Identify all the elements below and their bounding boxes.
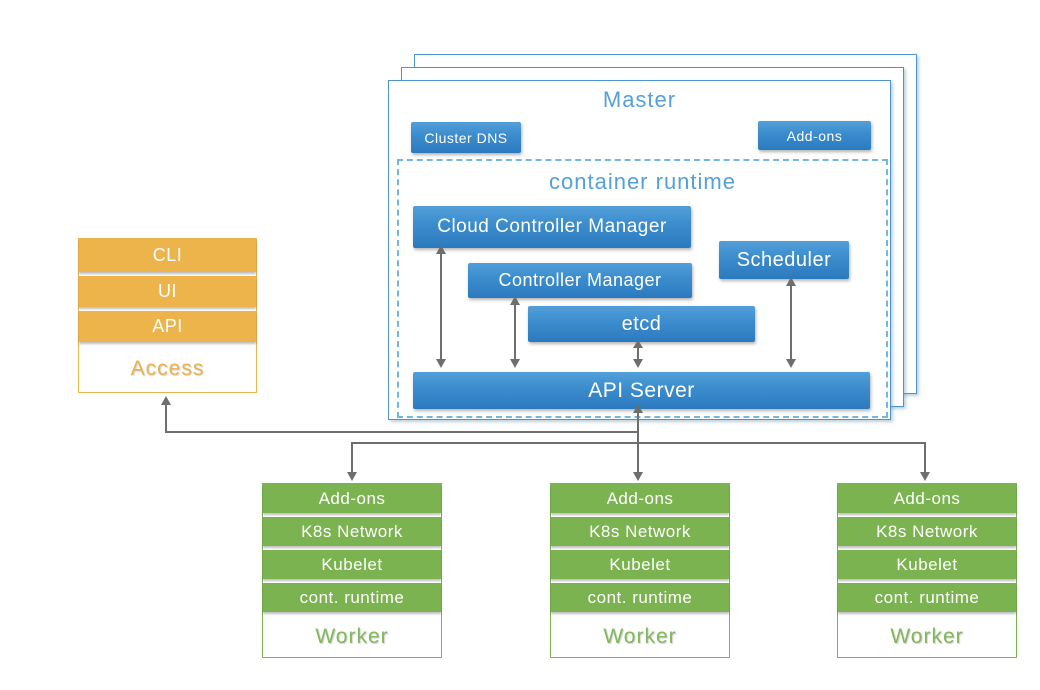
scheduler-box: Scheduler: [719, 241, 849, 279]
worker-node-1: Add-ons K8s Network Kubelet cont. runtim…: [262, 483, 442, 658]
access-layer-cli: CLI: [79, 239, 256, 272]
controller-manager-box: Controller Manager: [468, 263, 692, 298]
worker1-cont-runtime-label: cont. runtime: [299, 587, 405, 607]
controller-manager-label: Controller Manager: [498, 270, 662, 290]
master-node-box: Master Cluster DNS Add-ons container run…: [388, 80, 891, 420]
worker1-layer-k8s-network: K8s Network: [263, 517, 441, 546]
access-layer-cli-label: CLI: [152, 245, 183, 265]
worker3-k8s-network-label: K8s Network: [876, 521, 978, 541]
api-server-label: API Server: [588, 378, 695, 402]
worker1-kubelet-label: Kubelet: [321, 554, 383, 574]
worker3-layer-kubelet: Kubelet: [838, 550, 1016, 579]
master-addons-label: Add-ons: [786, 127, 843, 144]
access-layer-ui-label: UI: [158, 281, 177, 301]
access-title: Access: [130, 357, 205, 380]
worker1-title: Worker: [315, 624, 389, 648]
worker1-k8s-network-label: K8s Network: [301, 521, 403, 541]
worker2-layer-kubelet: Kubelet: [551, 550, 729, 579]
scheduler-label: Scheduler: [736, 248, 832, 271]
worker2-layer-k8s-network: K8s Network: [551, 517, 729, 546]
worker1-layer-cont-runtime: cont. runtime: [263, 583, 441, 612]
worker3-kubelet-label: Kubelet: [896, 554, 958, 574]
worker2-layer-addons: Add-ons: [551, 484, 729, 513]
connector-api-worker1-worker3: [347, 442, 930, 481]
container-runtime-box: container runtime Cloud Controller Manag…: [397, 159, 888, 418]
worker2-kubelet-label: Kubelet: [609, 554, 671, 574]
worker3-addons-label: Add-ons: [893, 488, 961, 508]
worker3-layer-addons: Add-ons: [838, 484, 1016, 513]
etcd-box: etcd: [528, 306, 755, 342]
etcd-label: etcd: [621, 312, 662, 335]
worker2-cont-runtime-label: cont. runtime: [587, 587, 693, 607]
master-title: Master: [602, 87, 677, 112]
worker2-addons-label: Add-ons: [606, 488, 674, 508]
worker3-cont-runtime-label: cont. runtime: [874, 587, 980, 607]
worker3-layer-cont-runtime: cont. runtime: [838, 583, 1016, 612]
worker3-title: Worker: [890, 624, 964, 648]
master-addons-box: Add-ons: [758, 121, 871, 150]
cluster-dns-label: Cluster DNS: [424, 129, 508, 146]
worker3-layer-k8s-network: K8s Network: [838, 517, 1016, 546]
api-server-box: API Server: [413, 372, 870, 409]
worker2-k8s-network-label: K8s Network: [589, 521, 691, 541]
worker1-layer-kubelet: Kubelet: [263, 550, 441, 579]
cloud-controller-manager-label: Cloud Controller Manager: [437, 216, 667, 237]
access-layer-ui: UI: [79, 276, 256, 307]
worker1-addons-label: Add-ons: [318, 488, 386, 508]
worker2-title: Worker: [603, 624, 677, 648]
worker-node-2: Add-ons K8s Network Kubelet cont. runtim…: [550, 483, 730, 658]
access-layer-api: API: [79, 311, 256, 342]
worker-node-3: Add-ons K8s Network Kubelet cont. runtim…: [837, 483, 1017, 658]
worker1-layer-addons: Add-ons: [263, 484, 441, 513]
cluster-dns-box: Cluster DNS: [411, 122, 521, 153]
worker2-layer-cont-runtime: cont. runtime: [551, 583, 729, 612]
access-layer-api-label: API: [152, 316, 183, 336]
container-runtime-title: container runtime: [549, 169, 736, 194]
cloud-controller-manager-box: Cloud Controller Manager: [413, 206, 691, 248]
access-node-box: CLI UI API Access: [78, 238, 257, 393]
